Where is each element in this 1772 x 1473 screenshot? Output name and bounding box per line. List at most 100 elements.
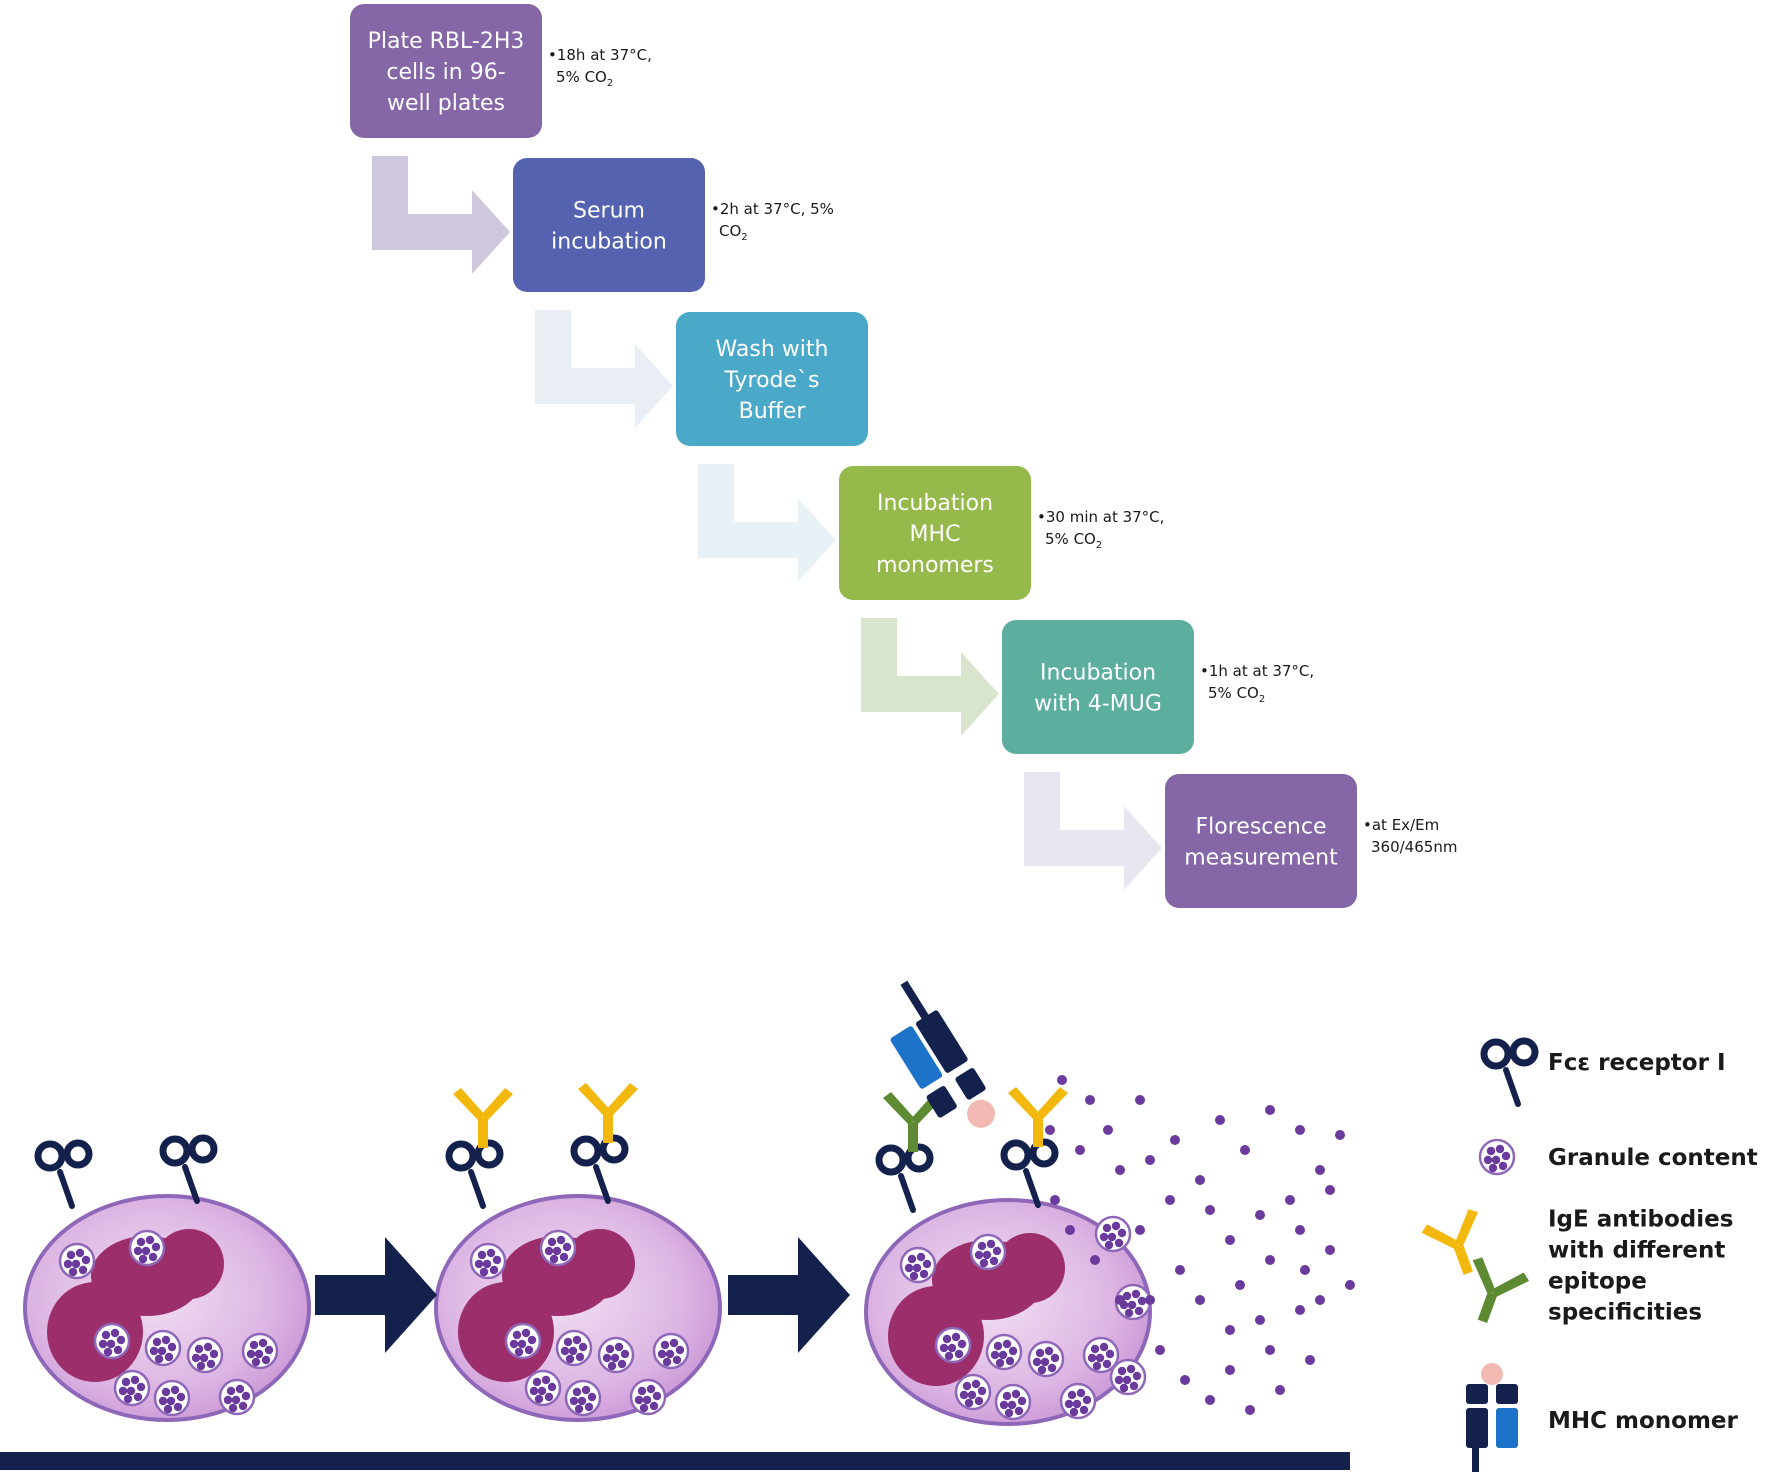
granule — [58, 1242, 96, 1280]
fc-receptor — [38, 1143, 89, 1206]
released-granule — [1345, 1280, 1355, 1290]
granule — [153, 1379, 191, 1417]
released-granule — [1170, 1135, 1180, 1145]
legend-label: Fcε receptor I — [1548, 1050, 1726, 1076]
granule — [144, 1329, 182, 1367]
released-granule — [1295, 1305, 1305, 1315]
released-granule — [1295, 1225, 1305, 1235]
granule — [1094, 1215, 1132, 1253]
step-label: measurement — [1184, 846, 1338, 871]
cell-nucleus — [888, 1233, 1065, 1386]
fc-receptor — [1004, 1142, 1055, 1205]
granule — [899, 1246, 937, 1284]
released-granule — [1255, 1210, 1265, 1220]
released-granule — [1225, 1235, 1235, 1245]
granule — [539, 1229, 577, 1267]
legend-item: Granule content — [1478, 1138, 1758, 1176]
step-label: Serum — [573, 199, 645, 224]
legend-item: MHC monomer — [1466, 1363, 1739, 1472]
granule — [564, 1379, 602, 1417]
cell-nucleus — [458, 1229, 635, 1382]
step-arrow — [698, 464, 836, 582]
granule — [994, 1383, 1032, 1421]
step-label: Wash with — [716, 337, 829, 362]
mast-cell — [434, 1083, 722, 1422]
culture-surface — [0, 1452, 1350, 1470]
released-granule — [1115, 1295, 1125, 1305]
released-granule — [1075, 1145, 1085, 1155]
step-label: Plate RBL-2H3 — [368, 29, 525, 54]
released-granule — [1215, 1115, 1225, 1125]
released-granule — [1145, 1155, 1155, 1165]
released-granule — [1180, 1375, 1190, 1385]
released-granule — [1205, 1205, 1215, 1215]
step-note: 5% CO2 — [1208, 684, 1265, 705]
step-note: CO2 — [719, 222, 748, 243]
released-granule — [1225, 1365, 1235, 1375]
granule — [934, 1326, 972, 1364]
fc-receptor — [574, 1138, 625, 1201]
ige-antibody — [453, 1088, 513, 1148]
mhc-monomer — [890, 980, 996, 1128]
step-box — [676, 312, 868, 446]
step-note: 360/465nm — [1371, 838, 1457, 856]
granule — [954, 1373, 992, 1411]
granule — [186, 1336, 224, 1374]
released-granule — [1057, 1075, 1067, 1085]
workflow-step: Florescence measurement •at Ex/Em 360/465nm — [1165, 774, 1457, 908]
released-granule — [1265, 1345, 1275, 1355]
granule — [524, 1369, 562, 1407]
step-arrow — [1024, 772, 1162, 890]
fc-receptor-icon — [1484, 1041, 1535, 1104]
granule — [1109, 1358, 1147, 1396]
released-granule — [1145, 1295, 1155, 1305]
released-granule — [1155, 1345, 1165, 1355]
legend-label: with different — [1548, 1238, 1725, 1264]
released-granule — [1315, 1295, 1325, 1305]
legend-label: epitope — [1548, 1269, 1647, 1295]
released-granule — [1325, 1185, 1335, 1195]
step-label: Tyrode`s — [723, 368, 819, 393]
step-box — [1165, 774, 1357, 908]
released-granule — [1295, 1125, 1305, 1135]
granule — [969, 1233, 1007, 1271]
fc-receptor — [879, 1147, 930, 1210]
step-note: •at Ex/Em — [1363, 816, 1439, 834]
step-label: well plates — [387, 91, 505, 116]
step-note: 5% CO2 — [1045, 530, 1102, 551]
process-arrow — [315, 1237, 437, 1353]
fc-receptor — [449, 1143, 500, 1206]
step-label: Buffer — [739, 399, 807, 424]
released-granule — [1103, 1125, 1113, 1135]
released-granule — [1325, 1245, 1335, 1255]
released-granule — [1065, 1225, 1075, 1235]
step-arrow — [861, 618, 999, 736]
released-granule — [1135, 1225, 1145, 1235]
released-granule — [1195, 1295, 1205, 1305]
step-box — [350, 4, 542, 138]
released-granule — [1265, 1105, 1275, 1115]
granule — [241, 1332, 279, 1370]
step-box — [513, 158, 705, 292]
step-label: Florescence — [1196, 815, 1327, 840]
step-box — [839, 466, 1031, 600]
released-granule — [1300, 1265, 1310, 1275]
released-granule — [1205, 1395, 1215, 1405]
released-granule — [1050, 1195, 1060, 1205]
step-label: cells in 96- — [386, 60, 505, 85]
granule — [652, 1332, 690, 1370]
mast-cell — [864, 1087, 1152, 1426]
released-granule — [1225, 1325, 1235, 1335]
released-granule — [1175, 1265, 1185, 1275]
granule — [1059, 1382, 1097, 1420]
released-granule — [1255, 1315, 1265, 1325]
released-granule — [1305, 1355, 1315, 1365]
granule — [504, 1322, 542, 1360]
granule — [985, 1333, 1023, 1371]
step-note: 5% CO2 — [556, 68, 613, 89]
step-label: MHC — [910, 522, 961, 547]
